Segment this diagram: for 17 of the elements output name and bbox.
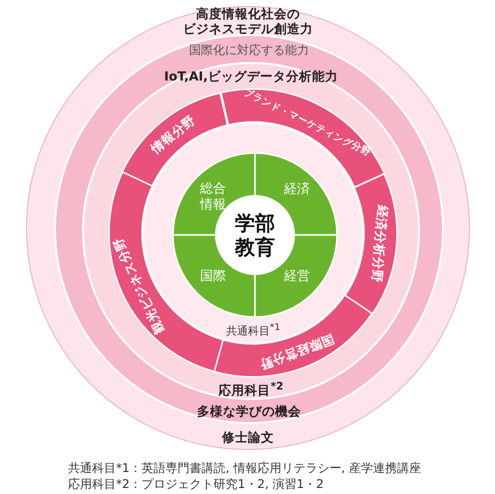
quadrant-label: 経営 <box>284 269 310 285</box>
ring-label: 高度情報化社会のビジネスモデル創造力 <box>183 6 313 36</box>
ring-label: 応用科目$^{*2}$ <box>218 380 284 398</box>
quadrant-label: 総合情報 <box>200 181 226 213</box>
quadrant-label: 経済 <box>284 182 310 198</box>
quadrant-label: 国際 <box>200 269 226 285</box>
ring-label: IoT,AI,ビッグデータ分析能力 <box>164 68 338 84</box>
ring-label: 修士論文 <box>222 430 274 444</box>
center-label: 学部教育 <box>234 211 276 259</box>
footnote: 応用科目*2：プロジェクト研究1・2, 演習1・2 <box>68 476 324 493</box>
ring-label: 共通科目$^{*1}$ <box>226 322 280 338</box>
footnote: 共通科目*1：英語専門書講読, 情報応用リテラシー, 産学連携講座 <box>68 460 421 477</box>
ring-label: 多様な学びの機会 <box>197 404 301 418</box>
segment-label: 経済分析分野 <box>368 204 390 284</box>
ring-label: 国際化に対応する能力 <box>189 42 309 58</box>
segment-label: 観光ビジネス分野 <box>109 236 166 336</box>
segment-label: 情報分野 <box>148 112 198 156</box>
